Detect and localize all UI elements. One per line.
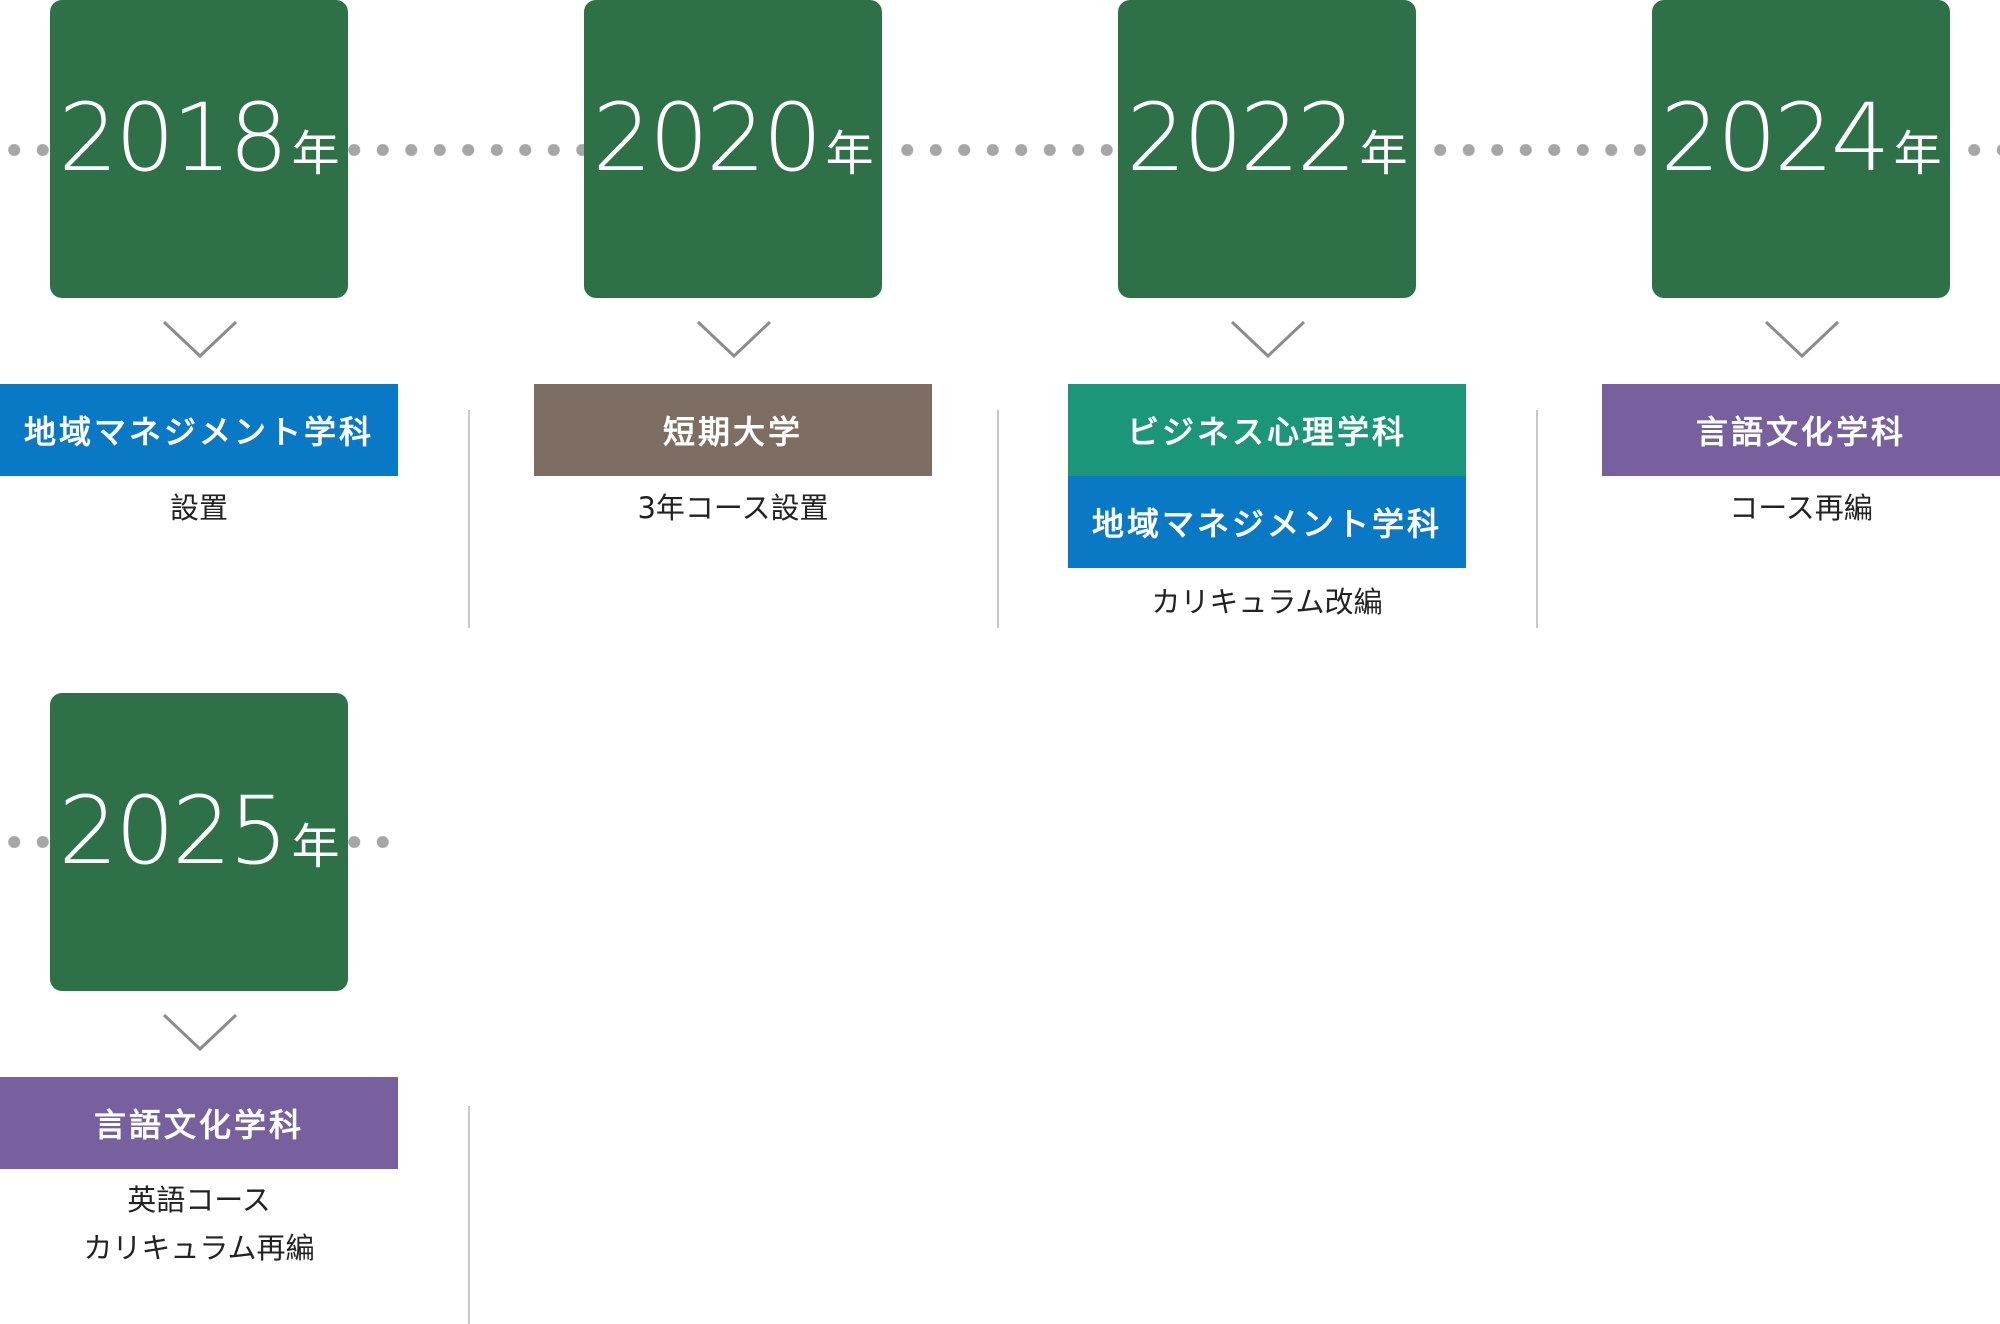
event-note: 3年コース設置 bbox=[534, 484, 932, 532]
event-note: コース再編 bbox=[1602, 484, 2000, 532]
department-label-text: 言語文化学科 bbox=[93, 1106, 304, 1144]
event-note-line: 3年コース設置 bbox=[637, 491, 829, 525]
year-box-2020: 2020 年 bbox=[584, 0, 882, 298]
timeline-dots-row1-a bbox=[340, 144, 584, 156]
event-note: 設置 bbox=[0, 484, 398, 532]
department-label-text: 地域マネジメント学科 bbox=[23, 413, 374, 451]
timeline-dots-row1-end bbox=[1960, 144, 2000, 156]
divider-line bbox=[1536, 410, 1538, 628]
timeline-dots-row1-b bbox=[893, 144, 1119, 156]
timeline-dots-row2-start bbox=[0, 836, 50, 848]
department-label-language-culture: 言語文化学科 bbox=[1602, 384, 2000, 476]
divider-line bbox=[468, 1106, 470, 1324]
year-box-2025: 2025 年 bbox=[50, 693, 348, 991]
year-box-2024: 2024 年 bbox=[1652, 0, 1950, 298]
chevron-down-icon bbox=[1764, 320, 1840, 359]
timeline-dots-row1-start bbox=[0, 144, 50, 156]
year-number: 2020 bbox=[592, 84, 822, 193]
year-number: 2022 bbox=[1126, 84, 1356, 193]
event-note-line: カリキュラム再編 bbox=[83, 1231, 315, 1265]
chevron-down-icon bbox=[162, 1013, 238, 1052]
year-suffix: 年 bbox=[825, 126, 874, 182]
event-note: 英語コース カリキュラム再編 bbox=[0, 1176, 398, 1272]
timeline-dots-row1-c bbox=[1426, 144, 1652, 156]
timeline-dots-row2-end bbox=[340, 836, 400, 848]
department-label-text: ビジネス心理学科 bbox=[1126, 413, 1407, 451]
chevron-down-icon bbox=[1230, 320, 1306, 359]
year-suffix: 年 bbox=[291, 819, 340, 875]
chevron-down-icon bbox=[162, 320, 238, 359]
department-label-language-culture: 言語文化学科 bbox=[0, 1077, 398, 1169]
divider-line bbox=[468, 410, 470, 628]
year-suffix: 年 bbox=[1893, 126, 1942, 182]
divider-line bbox=[997, 410, 999, 628]
event-note-line: コース再編 bbox=[1729, 491, 1873, 525]
department-label-business-psychology: ビジネス心理学科 bbox=[1068, 384, 1466, 476]
event-note-line: 設置 bbox=[169, 491, 228, 525]
year-suffix: 年 bbox=[291, 126, 340, 182]
year-number: 2018 bbox=[58, 84, 288, 193]
year-number: 2025 bbox=[58, 777, 288, 886]
year-suffix: 年 bbox=[1359, 126, 1408, 182]
department-label-text: 地域マネジメント学科 bbox=[1091, 505, 1442, 543]
year-box-2022: 2022 年 bbox=[1118, 0, 1416, 298]
year-number: 2024 bbox=[1660, 84, 1890, 193]
department-label-text: 短期大学 bbox=[662, 413, 803, 451]
event-note-line: カリキュラム改編 bbox=[1151, 585, 1383, 619]
department-label-regional-management: 地域マネジメント学科 bbox=[0, 384, 398, 476]
event-note: カリキュラム改編 bbox=[1068, 578, 1466, 626]
event-note-line: 英語コース bbox=[127, 1183, 271, 1217]
department-label-regional-management: 地域マネジメント学科 bbox=[1068, 476, 1466, 568]
year-box-2018: 2018 年 bbox=[50, 0, 348, 298]
department-label-text: 言語文化学科 bbox=[1695, 413, 1906, 451]
department-label-junior-college: 短期大学 bbox=[534, 384, 932, 476]
chevron-down-icon bbox=[696, 320, 772, 359]
